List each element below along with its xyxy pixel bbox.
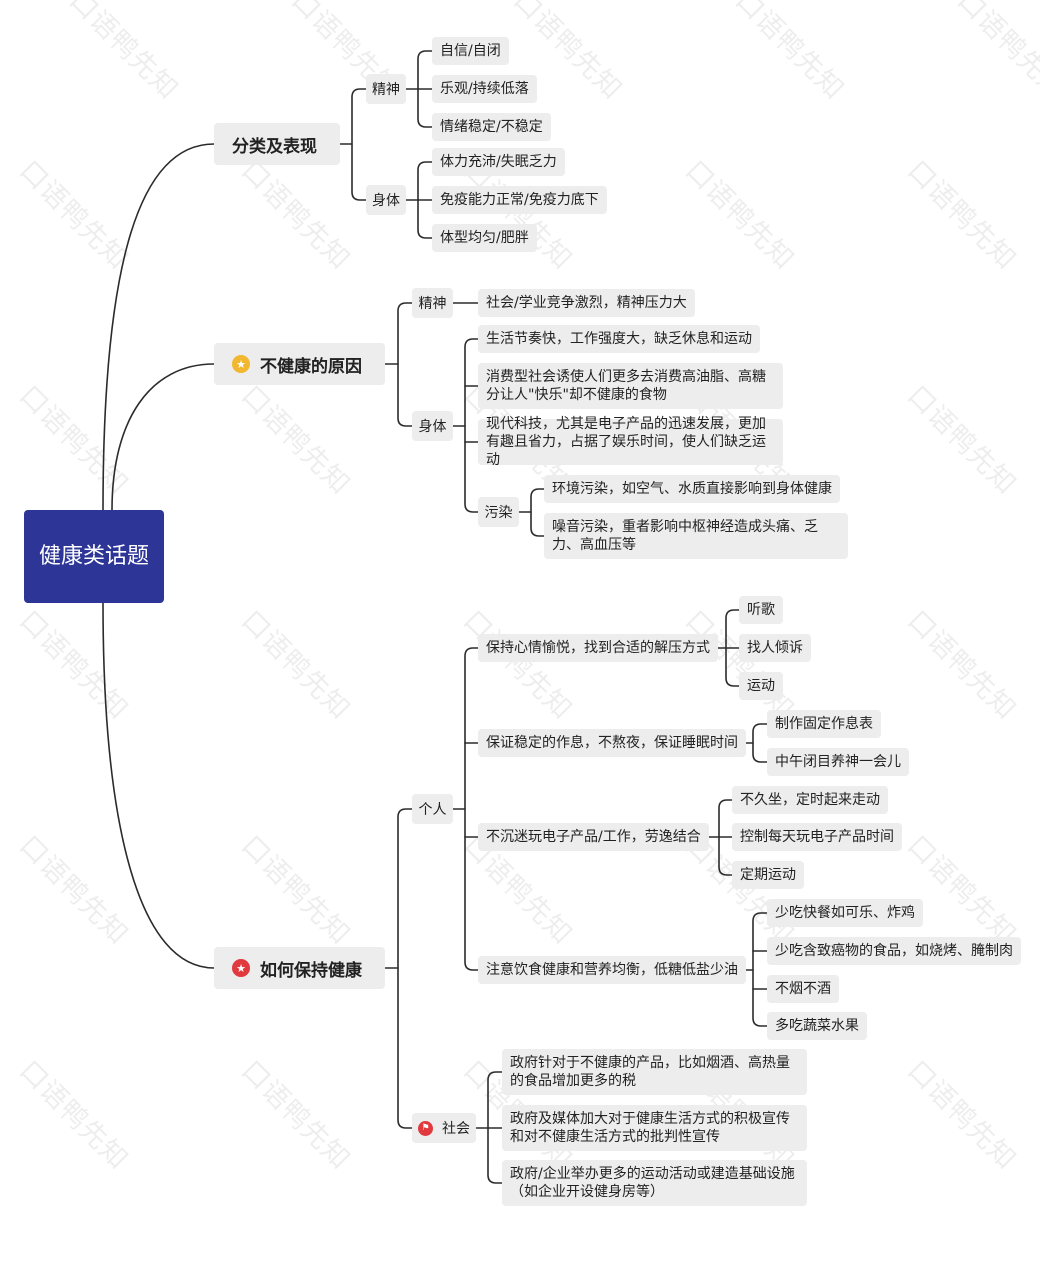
personal-subitem[interactable]: 制作固定作息表 [767, 710, 881, 738]
classify-mental-item[interactable]: 自信/自闭 [432, 37, 509, 65]
connector-group2-items [752, 723, 768, 763]
connector-root-causes [111, 363, 215, 511]
personal-subitem[interactable]: 少吃含致癌物的食品，如烧烤、腌制肉 [767, 937, 1021, 965]
classify-mental-item[interactable]: 乐观/持续低落 [432, 75, 537, 103]
branch-classify[interactable]: 分类及表现 [214, 123, 340, 165]
personal-subitem[interactable]: 不烟不酒 [767, 975, 839, 1003]
classify-mental-item[interactable]: 情绪稳定/不稳定 [432, 113, 551, 141]
connector-causes-physical-items [464, 338, 479, 513]
keep-society-label: 社会 [442, 1121, 470, 1137]
star-icon: ★ [232, 355, 250, 373]
personal-subitem[interactable]: 不久坐，定时起来走动 [732, 786, 888, 814]
root-topic[interactable]: 健康类话题 [24, 510, 164, 603]
classify-mental-node[interactable]: 精神 [366, 74, 406, 104]
keep-personal-node[interactable]: 个人 [412, 794, 453, 824]
personal-subitem[interactable]: 定期运动 [732, 861, 804, 889]
causes-physical-node[interactable]: 身体 [412, 411, 453, 441]
causes-physical-item[interactable]: 生活节奏快，工作强度大，缺乏休息和运动 [478, 325, 760, 353]
star-icon: ★ [232, 959, 250, 977]
personal-group-item[interactable]: 保证稳定的作息，不熬夜，保证睡眠时间 [478, 729, 746, 757]
branch-keep[interactable]: ★ 如何保持健康 [214, 947, 385, 989]
classify-physical-item[interactable]: 体力充沛/失眠乏力 [432, 148, 565, 176]
causes-physical-item[interactable]: 现代科技，尤其是电子产品的迅速发展，更加有趣且省力，占据了娱乐时间，使人们缺乏运… [478, 416, 783, 468]
connector-group4-items [752, 912, 768, 1027]
personal-group-item[interactable]: 保持心情愉悦，找到合适的解压方式 [478, 634, 718, 662]
branch-classify-title: 分类及表现 [232, 136, 317, 157]
branch-keep-title: 如何保持健康 [260, 960, 362, 981]
flag-icon: ⚑ [418, 1120, 433, 1136]
branch-causes-title: 不健康的原因 [260, 356, 362, 377]
personal-subitem[interactable]: 少吃快餐如可乐、炸鸡 [767, 899, 923, 927]
personal-group-item[interactable]: 不沉迷玩电子产品/工作，劳逸结合 [478, 823, 709, 851]
personal-subitem[interactable]: 找人倾诉 [739, 634, 811, 662]
branch-causes[interactable]: ★ 不健康的原因 [214, 343, 385, 385]
causes-mental-node[interactable]: 精神 [412, 288, 453, 318]
causes-physical-item[interactable]: 消费型社会诱使人们更多去消费高油脂、高糖分让人"快乐"却不健康的食物 [478, 363, 783, 409]
causes-pollution-item[interactable]: 环境污染，如空气、水质直接影响到身体健康 [544, 475, 840, 503]
connector-classify-mental [351, 88, 367, 201]
causes-pollution-item[interactable]: 噪音污染，重者影响中枢神经造成头痛、乏力、高血压等 [544, 513, 848, 559]
personal-subitem[interactable]: 控制每天玩电子产品时间 [732, 823, 902, 851]
society-item[interactable]: 政府针对于不健康的产品，比如烟酒、高热量的食品增加更多的税 [502, 1049, 807, 1095]
personal-subitem[interactable]: 听歌 [739, 596, 783, 624]
personal-subitem[interactable]: 中午闭目养神一会儿 [767, 748, 909, 776]
classify-physical-item[interactable]: 体型均匀/肥胖 [432, 224, 537, 252]
personal-subitem[interactable]: 运动 [739, 672, 783, 700]
society-item[interactable]: 政府及媒体加大对于健康生活方式的积极宣传和对不健康生活方式的批判性宣传 [502, 1105, 807, 1151]
causes-mental-item[interactable]: 社会/学业竞争激烈，精神压力大 [478, 289, 695, 317]
causes-pollution-node[interactable]: 污染 [478, 497, 519, 527]
connector-causes-sub [397, 302, 413, 427]
connector-keep-sub [397, 808, 413, 1129]
connector-root-keep [102, 602, 215, 969]
classify-physical-node[interactable]: 身体 [366, 185, 406, 215]
connector-personal-groups [464, 647, 479, 971]
connector-causes-pollution-items [530, 488, 545, 537]
connector-root-classify [102, 143, 215, 511]
classify-physical-item[interactable]: 免疫能力正常/免疫力底下 [432, 186, 607, 214]
personal-subitem[interactable]: 多吃蔬菜水果 [767, 1012, 867, 1040]
personal-group-item[interactable]: 注意饮食健康和营养均衡，低糖低盐少油 [478, 956, 746, 984]
society-item[interactable]: 政府/企业举办更多的运动活动或建造基础设施（如企业开设健身房等） [502, 1160, 807, 1206]
keep-society-node[interactable]: ⚑ 社会 [412, 1113, 476, 1143]
